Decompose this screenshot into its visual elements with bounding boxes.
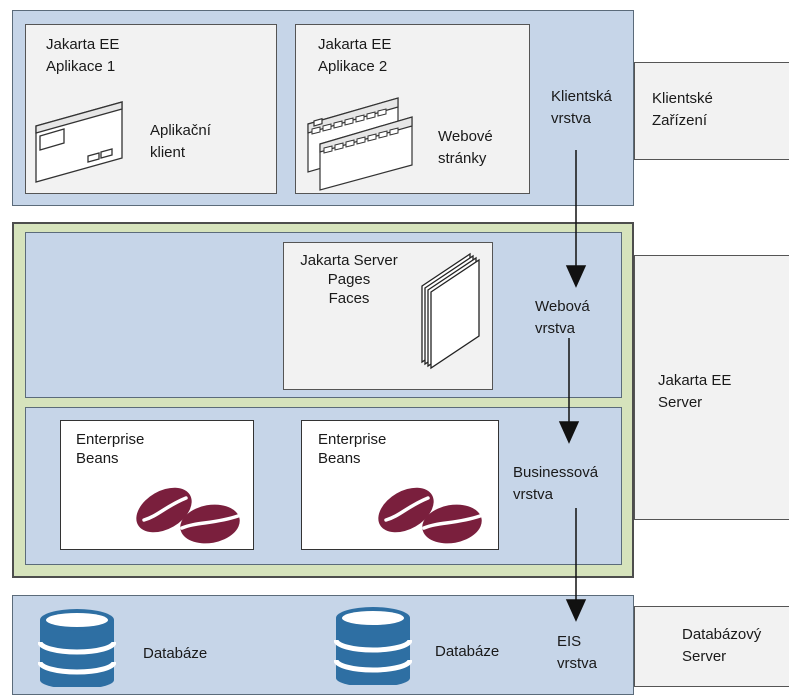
database-cylinder-icon: [37, 606, 117, 689]
web-tier-label: Webová vrstva: [535, 298, 590, 337]
coffee-beans-icon: [374, 486, 486, 548]
web-pages-icon: [300, 90, 425, 194]
jakarta-server-box: [634, 255, 789, 520]
document-stack-icon: [418, 250, 488, 370]
coffee-beans-icon: [132, 486, 244, 548]
beans1-title: Enterprise Beans: [76, 431, 145, 467]
db2-label: Databáze: [435, 643, 500, 660]
jakarta-server-label: Jakarta EE Server: [658, 372, 732, 411]
database-server-box: [634, 606, 789, 687]
client-devices-label: Klientské Zařízení: [652, 90, 713, 129]
app2-card: [295, 24, 530, 194]
business-tier-label: Businessová vrstva: [513, 464, 599, 503]
database-cylinder-icon: [333, 604, 413, 687]
app2-caption: Webové stránky: [438, 128, 493, 167]
client-devices-box: [634, 62, 789, 160]
app1-title: Jakarta EE Aplikace 1: [46, 36, 120, 75]
db1-label: Databáze: [143, 645, 208, 662]
app1-caption: Aplikační klient: [150, 122, 211, 161]
application-window-icon: [30, 96, 130, 188]
server-pages-title: Jakarta Server Pages Faces: [300, 252, 398, 307]
eis-tier-label: EIS vrstva: [557, 633, 598, 672]
app2-title: Jakarta EE Aplikace 2: [318, 36, 392, 75]
client-tier-label: Klientská vrstva: [551, 88, 612, 127]
beans2-title: Enterprise Beans: [318, 431, 387, 467]
database-server-label: Databázový Server: [682, 626, 762, 665]
